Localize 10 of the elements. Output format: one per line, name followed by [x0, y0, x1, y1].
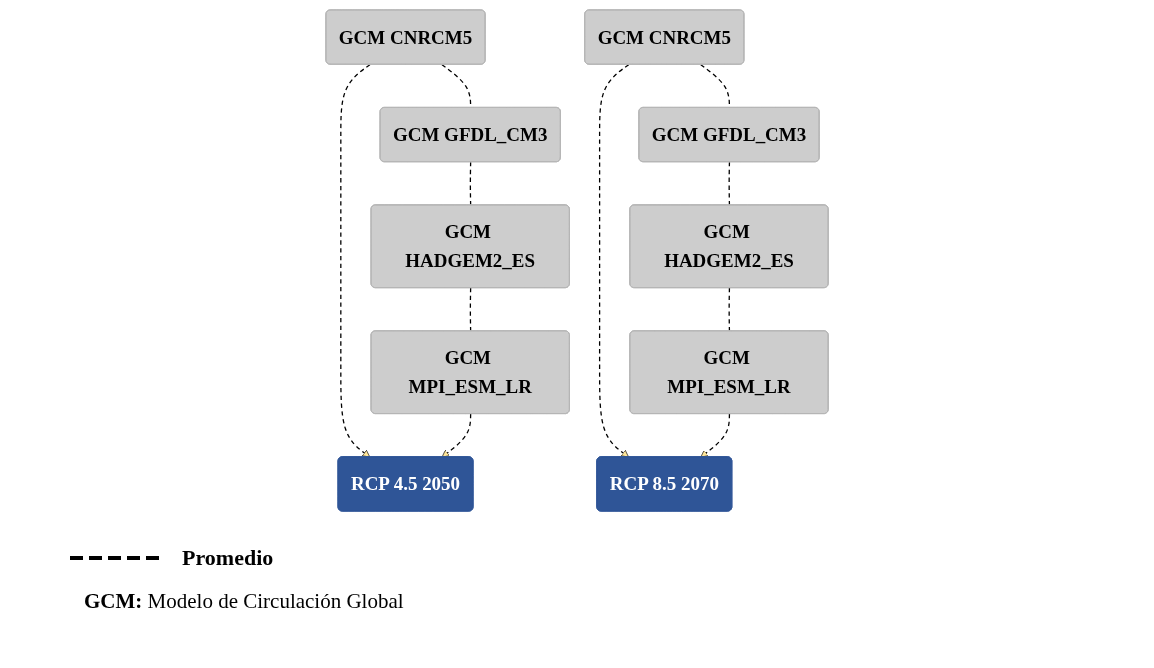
arrow [441, 412, 472, 457]
connector [469, 161, 472, 206]
connector [469, 286, 472, 332]
legend-text: Promedio [182, 545, 274, 571]
arrow [598, 63, 630, 457]
arrow [340, 63, 371, 457]
connector [728, 161, 730, 206]
connector [728, 286, 730, 332]
arrow [700, 412, 730, 457]
note-text: GCM: Modelo de Circulación Global [84, 589, 405, 614]
